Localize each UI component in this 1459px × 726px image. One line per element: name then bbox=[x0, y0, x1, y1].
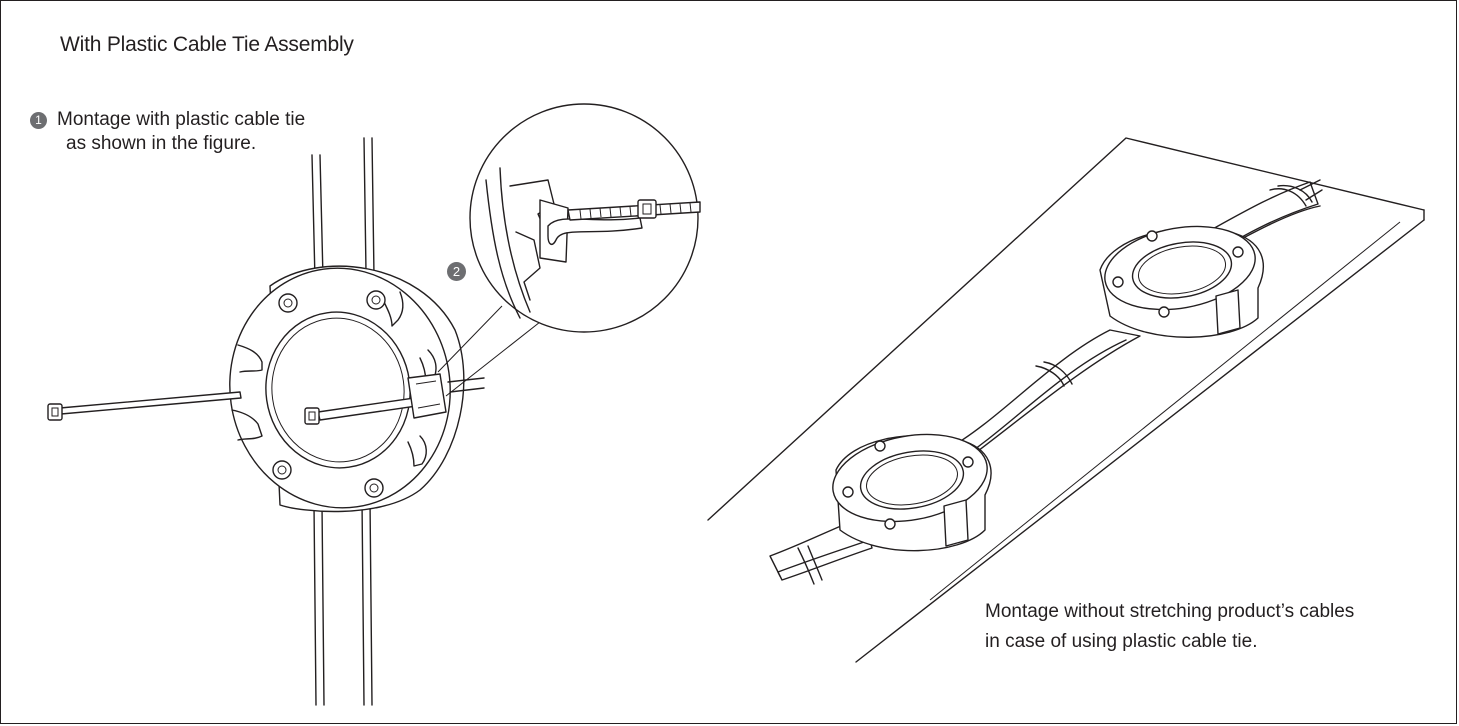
diagram-title: With Plastic Cable Tie Assembly bbox=[60, 33, 354, 56]
step-1-badge: 1 bbox=[30, 112, 47, 129]
front-view-fixture bbox=[47, 137, 541, 706]
magnified-detail bbox=[469, 103, 701, 333]
mounting-note-line-1: Montage without stretching product’s cab… bbox=[985, 601, 1355, 622]
step-1-line-2: as shown in the figure. bbox=[66, 133, 257, 154]
step-2-badge: 2 bbox=[447, 262, 466, 281]
step-1-line-1: Montage with plastic cable tie bbox=[57, 109, 306, 130]
step-1-caption: 1 Montage with plastic cable tie as shown… bbox=[30, 108, 305, 156]
isometric-view bbox=[707, 137, 1425, 663]
mounting-note-line-2: in case of using plastic cable tie. bbox=[985, 631, 1258, 652]
mounting-note: Montage without stretching product’s cab… bbox=[985, 597, 1354, 657]
